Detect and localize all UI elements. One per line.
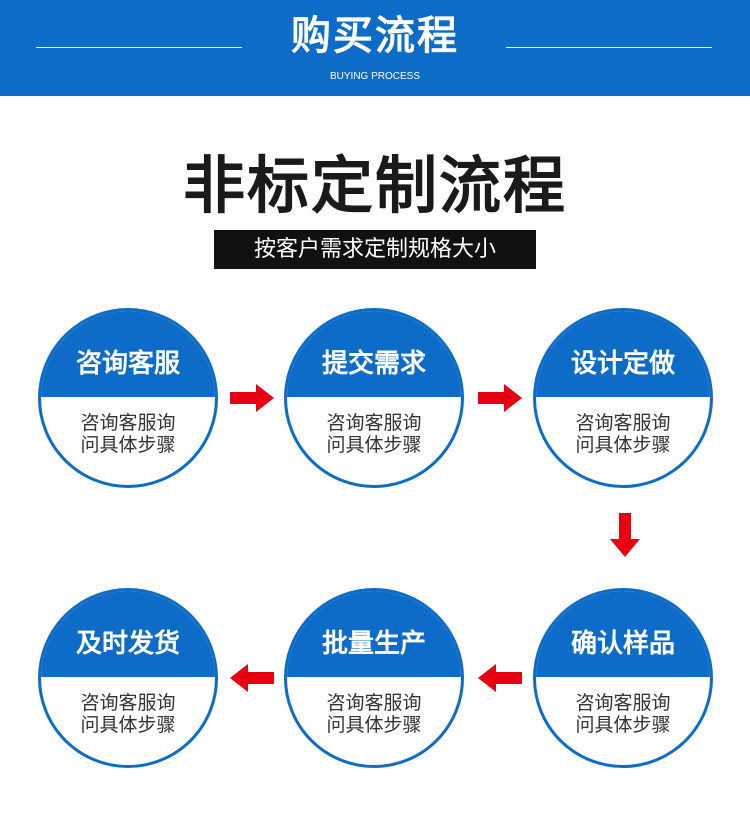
- step-production: 批量生产 咨询客服询 问具体步骤: [284, 588, 464, 768]
- step-desc: 咨询客服询 问具体步骤: [41, 412, 215, 456]
- step-desc-line: 问具体步骤: [575, 434, 671, 456]
- step-desc-line: 咨询客服询: [80, 412, 176, 434]
- step-name: 批量生产: [321, 629, 426, 659]
- step-name: 设计定做: [570, 349, 675, 379]
- step-name: 咨询客服: [75, 349, 180, 379]
- header-title: 购买流程: [291, 13, 459, 59]
- tagline-badge: 按客户需求定制规格大小: [214, 230, 536, 269]
- step-desc-line: 咨询客服询: [575, 692, 671, 714]
- header-banner: 购买流程 BUYING PROCESS: [0, 0, 750, 96]
- step-header: [41, 591, 215, 677]
- step-desc-line: 问具体步骤: [80, 714, 176, 736]
- step-header: [536, 591, 710, 677]
- step-name: 及时发货: [75, 629, 180, 659]
- step-header: [41, 311, 215, 397]
- header-subtitle: BUYING PROCESS: [329, 71, 421, 82]
- arrow-right-icon: [230, 384, 274, 412]
- step-design: 设计定做 咨询客服询 问具体步骤: [533, 308, 713, 488]
- step-desc-line: 问具体步骤: [575, 714, 671, 736]
- step-desc-line: 问具体步骤: [80, 434, 176, 456]
- step-header: [287, 311, 461, 397]
- step-desc-line: 咨询客服询: [575, 412, 671, 434]
- step-desc: 咨询客服询 问具体步骤: [536, 692, 710, 736]
- step-desc-line: 问具体步骤: [326, 434, 422, 456]
- step-desc: 咨询客服询 问具体步骤: [41, 692, 215, 736]
- step-header: [536, 311, 710, 397]
- arrow-down-icon: [610, 513, 640, 557]
- step-desc: 咨询客服询 问具体步骤: [287, 692, 461, 736]
- step-desc: 咨询客服询 问具体步骤: [536, 412, 710, 456]
- step-name: 提交需求: [321, 349, 426, 379]
- arrow-left-icon: [230, 664, 274, 692]
- step-header: [287, 591, 461, 677]
- step-sample: 确认样品 咨询客服询 问具体步骤: [533, 588, 713, 768]
- arrow-left-icon: [478, 664, 522, 692]
- step-name: 确认样品: [570, 629, 675, 659]
- step-desc-line: 咨询客服询: [326, 692, 422, 714]
- step-desc-line: 咨询客服询: [326, 412, 422, 434]
- step-desc: 咨询客服询 问具体步骤: [287, 412, 461, 456]
- step-submit: 提交需求 咨询客服询 问具体步骤: [284, 308, 464, 488]
- step-desc-line: 咨询客服询: [80, 692, 176, 714]
- header-rule-left: [36, 47, 242, 48]
- arrow-right-icon: [478, 384, 522, 412]
- step-consult: 咨询客服 咨询客服询 问具体步骤: [38, 308, 218, 488]
- header-rule-right: [506, 47, 712, 48]
- main-title: 非标定制流程: [182, 149, 567, 222]
- step-ship: 及时发货 咨询客服询 问具体步骤: [38, 588, 218, 768]
- step-desc-line: 问具体步骤: [326, 714, 422, 736]
